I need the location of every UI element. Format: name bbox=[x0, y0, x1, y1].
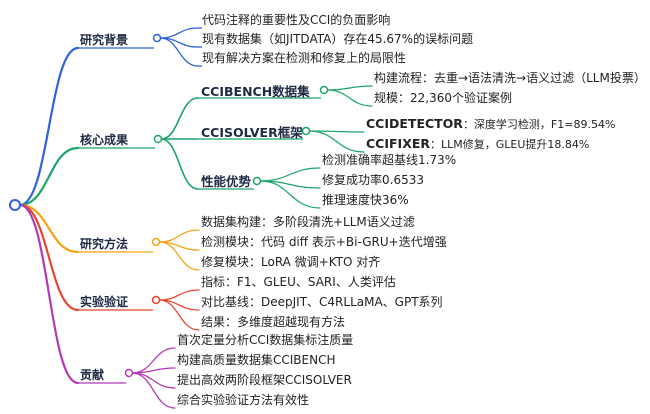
branch-research-methods[interactable]: 研究方法 数据集构建：多阶段清洗+LLM语义过滤 检测模块：代码 diff 表示… bbox=[80, 214, 447, 269]
edge-leaf bbox=[259, 180, 321, 209]
leaf-item: 现有解决方案在检测和修复上的局限性 bbox=[202, 50, 406, 65]
sub-label-ccibench: CCIBENCH数据集 bbox=[201, 84, 310, 99]
branch-core-results[interactable]: 核心成果 CCIBENCH数据集 构建流程：去重→语法清洗→语义过滤（LLM投票… bbox=[80, 70, 646, 207]
leaf-item: 首次定量分析CCI数据集标注质量 bbox=[177, 332, 353, 347]
sub-label-ccisolver: CCISOLVER框架 bbox=[201, 125, 303, 140]
leaf-item: 综合实验验证方法有效性 bbox=[177, 392, 309, 407]
branch-node[interactable] bbox=[124, 368, 134, 378]
sub-node[interactable] bbox=[252, 176, 262, 186]
edge-root-branch bbox=[18, 46, 80, 207]
leaf-item: CCIFIXER：LLM修复，GLEU提升18.84% bbox=[366, 136, 589, 151]
edge-leaf bbox=[131, 367, 176, 374]
edge-root-branch bbox=[18, 203, 80, 254]
sub-label-performance: 性能优势 bbox=[200, 174, 252, 189]
edge-root-branch bbox=[18, 203, 80, 312]
edge-leaf bbox=[158, 299, 200, 331]
edge-leaf bbox=[159, 37, 199, 67]
branch-node[interactable] bbox=[152, 33, 162, 43]
branch-research-background[interactable]: 研究背景 代码注释的重要性及CCI的负面影响 现有数据集（如JITDATA）存在… bbox=[80, 12, 473, 65]
leaf-item: 现有数据集（如JITDATA）存在45.67%的误标问题 bbox=[202, 31, 473, 46]
branch-label: 贡献 bbox=[80, 367, 104, 382]
edge-leaf bbox=[158, 229, 200, 243]
leaf-item: 推理速度快36% bbox=[322, 192, 409, 207]
sub-node[interactable] bbox=[319, 85, 329, 95]
leaf-bold: CCIFIXER bbox=[366, 136, 430, 151]
sub-node[interactable] bbox=[301, 126, 311, 136]
leaf-item: 检测准确率超基线1.73% bbox=[322, 152, 456, 167]
leaf-item: 代码注释的重要性及CCI的负面影响 bbox=[202, 12, 390, 27]
edge-leaf bbox=[131, 347, 176, 374]
leaf-rest: ：深度学习检测，F1=89.54% bbox=[463, 117, 616, 131]
leaf-item: 构建流程：去重→语法清洗→语义过滤（LLM投票） bbox=[374, 70, 646, 85]
branch-node[interactable] bbox=[151, 295, 161, 305]
edge-leaf bbox=[308, 130, 365, 153]
edge-leaf bbox=[158, 241, 200, 271]
edge-sub bbox=[160, 138, 199, 190]
edge-leaf bbox=[131, 372, 176, 409]
leaf-item: 修复模块：LoRA 微调+KTO 对齐 bbox=[201, 254, 380, 269]
edge-sub bbox=[160, 97, 199, 140]
edge-root-branch bbox=[18, 146, 80, 207]
leaf-item: 构建高质量数据集CCIBENCH bbox=[177, 352, 336, 367]
edge-leaf bbox=[159, 27, 199, 39]
branch-label: 实验验证 bbox=[80, 294, 128, 309]
edge-leaf bbox=[131, 372, 176, 389]
branch-contributions[interactable]: 贡献 首次定量分析CCI数据集标注质量 构建高质量数据集CCIBENCH 提出高… bbox=[80, 332, 353, 407]
leaf-item: CCIDETECTOR：深度学习检测，F1=89.54% bbox=[366, 116, 615, 131]
edge-leaf bbox=[259, 167, 321, 182]
leaf-item: 对比基线：DeepJIT、C4RLLaMA、GPT系列 bbox=[201, 295, 443, 309]
connector-lines bbox=[18, 27, 373, 409]
branch-node[interactable] bbox=[151, 237, 161, 247]
leaf-item: 指标：F1、GLEU、SARI、人类评估 bbox=[201, 274, 396, 289]
leaf-item: 结果：多维度超越现有方法 bbox=[201, 314, 345, 329]
leaf-item: 数据集构建：多阶段清洗+LLM语义过滤 bbox=[201, 214, 415, 229]
leaf-item: 检测模块：代码 diff 表示+Bi-GRU+迭代增强 bbox=[201, 234, 447, 249]
leaf-item: 规模：22,360个验证案例 bbox=[374, 90, 512, 105]
edge-leaf bbox=[326, 89, 373, 107]
edge-leaf bbox=[158, 289, 200, 301]
branch-label: 研究背景 bbox=[80, 32, 128, 47]
branch-label: 核心成果 bbox=[80, 132, 128, 147]
branch-node[interactable] bbox=[153, 134, 163, 144]
leaf-item: 提出高效两阶段框架CCISOLVER bbox=[177, 372, 352, 387]
edge-leaf bbox=[326, 85, 373, 91]
leaf-rest: ：LLM修复，GLEU提升18.84% bbox=[430, 137, 589, 151]
edge-root-branch bbox=[18, 203, 80, 385]
root-node[interactable] bbox=[9, 199, 21, 211]
leaf-bold: CCIDETECTOR bbox=[366, 116, 463, 131]
branch-experiments[interactable]: 实验验证 指标：F1、GLEU、SARI、人类评估 对比基线：DeepJIT、C… bbox=[80, 274, 443, 329]
leaf-item: 修复成功率0.6533 bbox=[322, 172, 424, 187]
branch-label: 研究方法 bbox=[80, 236, 128, 251]
